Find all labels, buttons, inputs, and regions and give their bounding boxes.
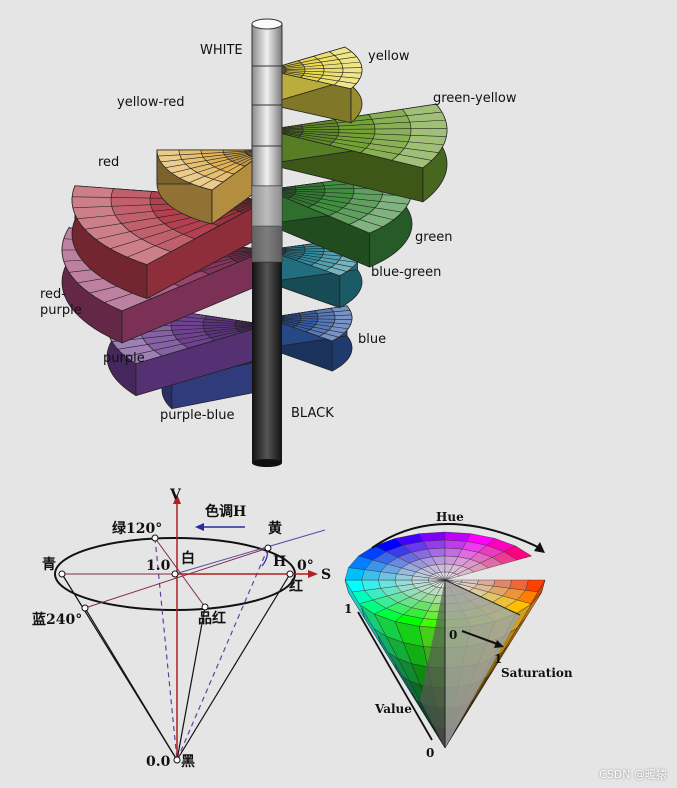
watermark: CSDN @暖猿 xyxy=(599,768,667,781)
label-blue-240: 蓝240° xyxy=(32,611,82,628)
label-cone-zero: 0 xyxy=(426,746,434,760)
label-yellow: yellow xyxy=(368,49,410,64)
cone-cutout-face xyxy=(445,580,520,748)
label-red-purple: red-purple xyxy=(40,287,82,318)
hsv-cone-diagram: V 色调H 绿120° 黄 青 白 1.0 H 0° S 红 蓝240° 品红 … xyxy=(32,487,331,770)
label-saturation: Saturation xyxy=(501,666,573,680)
label-black: BLACK xyxy=(291,406,334,421)
label-green-120: 绿120° xyxy=(112,520,162,537)
label-cyan-cn: 青 xyxy=(42,556,56,573)
label-green-yellow: green-yellow xyxy=(433,91,517,106)
label-s: S xyxy=(321,567,331,583)
label-hue: Hue xyxy=(436,510,464,524)
label-inner-zero: 0 xyxy=(449,628,457,642)
cone-hue-sectors xyxy=(344,531,546,629)
label-black-cn: 黑 xyxy=(181,754,195,770)
label-cone-one: 1 xyxy=(344,602,352,616)
wedge-blue xyxy=(271,304,353,372)
label-magenta-cn: 品红 xyxy=(198,610,226,627)
label-yellow-red: yellow-red xyxy=(117,95,185,110)
label-zero-value: 0.0 xyxy=(146,754,171,770)
label-blue: blue xyxy=(358,332,386,347)
label-v: V xyxy=(169,487,182,503)
label-hue-h: 色调H xyxy=(205,503,246,520)
wedge-green-yellow xyxy=(279,103,448,203)
label-yellow-cn: 黄 xyxy=(268,520,282,537)
hue-wedges xyxy=(61,46,448,410)
munsell-color-solid: WHITE BLACK yellow green-yellow yellow-r… xyxy=(40,18,517,467)
label-value: Value xyxy=(374,702,412,716)
label-purple: purple xyxy=(103,351,145,366)
label-red-cn: 红 xyxy=(289,578,303,595)
label-inner-one: 1 xyxy=(494,652,502,666)
hsv-color-cone: Hue 1 0 1 Saturation Value 0 xyxy=(344,510,573,760)
wedge-green xyxy=(274,169,413,268)
label-white: WHITE xyxy=(200,43,243,58)
value-pole xyxy=(251,18,283,467)
label-zero-deg: 0° xyxy=(297,558,314,574)
label-green: green xyxy=(415,230,453,245)
label-red: red xyxy=(98,155,119,170)
label-h: H xyxy=(273,554,286,570)
label-value-1: 1.0 xyxy=(146,558,171,574)
wedge-yellow xyxy=(272,46,363,124)
label-blue-green: blue-green xyxy=(371,265,441,280)
label-white-cn: 白 xyxy=(181,550,195,567)
label-purple-blue: purple-blue xyxy=(160,408,235,423)
